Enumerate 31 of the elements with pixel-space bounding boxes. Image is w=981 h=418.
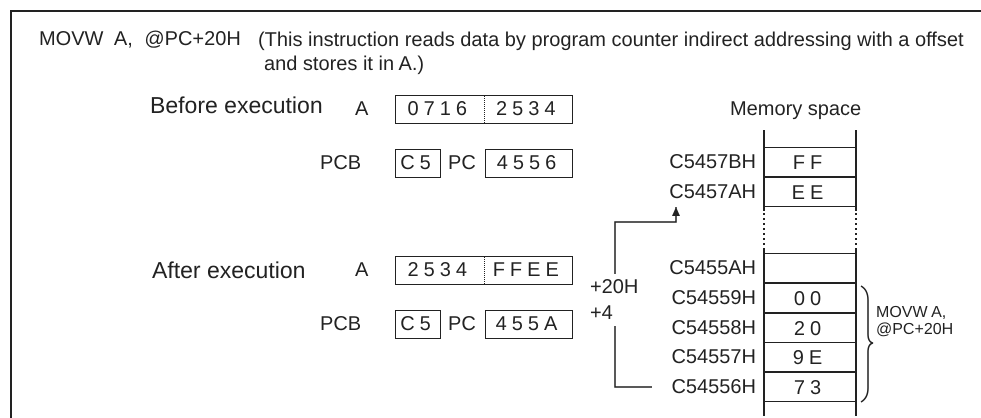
memory-address: C54557H	[670, 345, 756, 370]
description-text: (This instruction reads data by program counter indirect addressing with a offset and stores it in A.)	[258, 28, 964, 76]
register-box: 455A	[485, 310, 573, 339]
state-label: After execution	[152, 257, 306, 284]
column-heading: Memory space	[730, 98, 862, 121]
memory-address: C5457BH	[668, 150, 756, 175]
register-name: A	[355, 258, 368, 283]
memory-cell: 20	[764, 313, 856, 343]
register-name: PC	[448, 151, 476, 176]
memory-cell: EE	[764, 177, 856, 207]
register-box: 0716 2534	[395, 95, 573, 124]
memory-address: C5455AH	[668, 256, 756, 281]
register-name: PCB	[320, 312, 362, 337]
register-name: PCB	[320, 151, 362, 176]
register-box: C5	[395, 310, 441, 339]
register-box: 4556	[485, 149, 573, 178]
memory-address: C54559H	[670, 286, 756, 311]
memory-address: C54558H	[670, 316, 756, 341]
memory-cell: 73	[764, 372, 856, 402]
memory-cell: FF	[764, 147, 856, 177]
register-box: 2534 FFEE	[395, 256, 573, 285]
memory-address: C54556H	[670, 375, 756, 400]
memory-cell: 00	[764, 283, 856, 313]
register-box: C5	[395, 149, 441, 178]
bracket-note: MOVW A, @PC+20H	[876, 304, 954, 338]
state-label: Before execution	[150, 92, 323, 119]
memory-cell: 9E	[764, 342, 856, 372]
register-name: PC	[448, 312, 476, 337]
register-name: A	[355, 97, 368, 122]
memory-address: C5457AH	[668, 180, 756, 205]
instruction-title: MOVW A, @PC+20H	[39, 28, 241, 51]
